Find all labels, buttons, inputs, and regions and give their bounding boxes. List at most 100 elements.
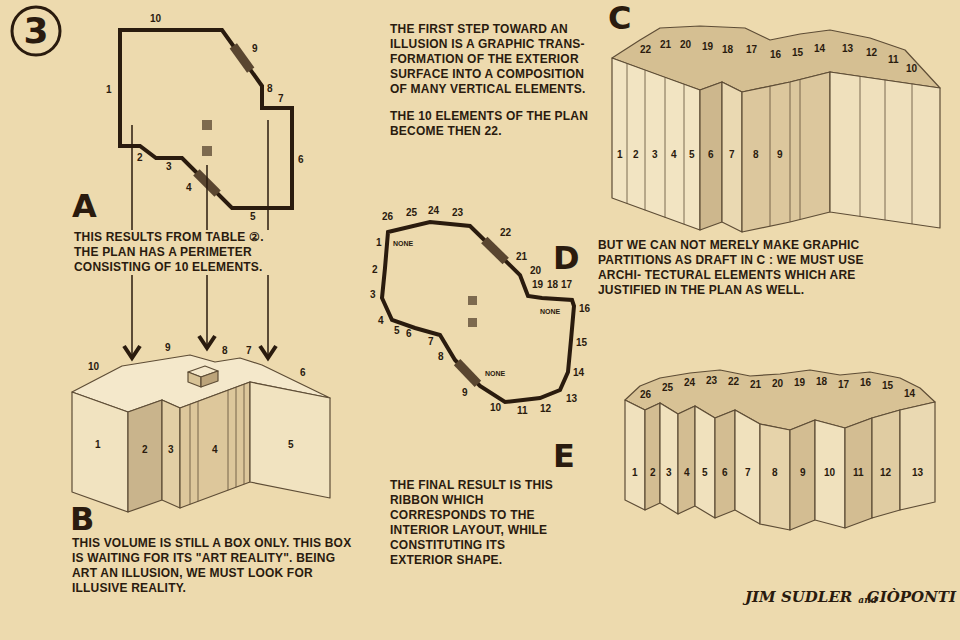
plan-a bbox=[120, 30, 292, 208]
callout-number: 6 bbox=[406, 329, 412, 339]
callout-note: NONE bbox=[485, 370, 505, 377]
callout-number: 26 bbox=[640, 390, 651, 400]
callout-number: 1 bbox=[617, 150, 623, 160]
callout-number: 13 bbox=[842, 44, 853, 54]
callout-number: 12 bbox=[866, 48, 877, 58]
callout-number: 21 bbox=[750, 380, 761, 390]
panel-letter: B bbox=[70, 503, 94, 535]
callout-number: 10 bbox=[490, 403, 501, 413]
callout-number: 20 bbox=[530, 266, 541, 276]
circled-number: 3 bbox=[10, 5, 62, 57]
callout-number: 11 bbox=[517, 406, 528, 416]
callout-number: 8 bbox=[753, 150, 759, 160]
callout-number: 24 bbox=[684, 378, 695, 388]
caption-text: THIS VOLUME IS STILL A BOX ONLY. THIS BO… bbox=[70, 536, 354, 596]
callout-number: 6 bbox=[722, 468, 728, 478]
plan-d bbox=[382, 222, 574, 402]
panel-letter: C bbox=[608, 2, 631, 34]
callout-number: 2 bbox=[137, 153, 143, 163]
callout-number: 17 bbox=[838, 380, 849, 390]
callout-number: 11 bbox=[888, 55, 899, 65]
callout-number: 21 bbox=[660, 40, 671, 50]
callout-number: 17 bbox=[561, 280, 572, 290]
caption-text: THE 10 ELEMENTS OF THE PLAN BECOME THEN … bbox=[388, 109, 604, 139]
callout-number: 20 bbox=[680, 40, 691, 50]
callout-number: 9 bbox=[252, 44, 258, 54]
panel-letter: D bbox=[553, 242, 580, 274]
callout-number: 16 bbox=[860, 378, 871, 388]
callout-number: 6 bbox=[298, 155, 304, 165]
callout-number: 8 bbox=[438, 352, 444, 362]
signature: GIÒPONTI bbox=[867, 590, 956, 605]
callout-number: 16 bbox=[770, 50, 781, 60]
callout-number: 9 bbox=[165, 343, 171, 353]
callout-number: 7 bbox=[745, 468, 751, 478]
caption-text: BUT WE CAN NOT MERELY MAKE GRAPHIC PARTI… bbox=[596, 238, 885, 298]
callout-number: 19 bbox=[532, 280, 543, 290]
callout-number: 5 bbox=[689, 150, 695, 160]
callout-number: 3 bbox=[168, 445, 174, 455]
callout-number: 9 bbox=[777, 150, 783, 160]
callout-number: 15 bbox=[576, 338, 587, 348]
callout-number: 16 bbox=[579, 304, 590, 314]
callout-note: NONE bbox=[540, 308, 560, 315]
callout-number: 15 bbox=[882, 381, 893, 391]
callout-number: 4 bbox=[671, 150, 677, 160]
callout-number: 5 bbox=[288, 440, 294, 450]
callout-number: 3 bbox=[652, 150, 658, 160]
callout-number: 7 bbox=[729, 150, 735, 160]
callout-number: 5 bbox=[250, 212, 256, 222]
caption-text: THE FINAL RESULT IS THIS RIBBON WHICH CO… bbox=[388, 478, 564, 568]
callout-number: 18 bbox=[722, 45, 733, 55]
callout-number: 13 bbox=[912, 468, 923, 478]
callout-number: 12 bbox=[880, 468, 891, 478]
callout-number: 17 bbox=[746, 45, 757, 55]
callout-number: 2 bbox=[650, 468, 656, 478]
callout-number: 1 bbox=[106, 85, 112, 95]
callout-number: 5 bbox=[394, 326, 400, 336]
callout-number: 4 bbox=[212, 445, 218, 455]
callout-number: 14 bbox=[904, 389, 915, 399]
signature: JIM SUDLER bbox=[745, 590, 852, 605]
node-body: 3 bbox=[23, 13, 48, 49]
callout-number: 3 bbox=[666, 468, 672, 478]
callout-number: 10 bbox=[906, 64, 917, 74]
callout-number: 24 bbox=[428, 206, 439, 216]
callout-number: 2 bbox=[633, 150, 639, 160]
callout-number: 5 bbox=[702, 468, 708, 478]
callout-number: 8 bbox=[267, 84, 273, 94]
callout-number: 22 bbox=[728, 377, 739, 387]
callout-number: 11 bbox=[853, 468, 864, 478]
callout-number: 7 bbox=[428, 337, 434, 347]
callout-number: 15 bbox=[792, 48, 803, 58]
callout-number: 13 bbox=[566, 394, 577, 404]
callout-note: NONE bbox=[393, 240, 413, 247]
callout-number: 6 bbox=[708, 150, 714, 160]
callout-number: 3 bbox=[166, 162, 172, 172]
callout-number: 20 bbox=[772, 379, 783, 389]
callout-number: 25 bbox=[662, 383, 673, 393]
panel-letter: E bbox=[553, 440, 575, 472]
callout-number: 1 bbox=[95, 440, 101, 450]
callout-number: 12 bbox=[540, 404, 551, 414]
callout-number: 22 bbox=[640, 45, 651, 55]
callout-number: 6 bbox=[300, 368, 306, 378]
callout-number: 2 bbox=[372, 265, 378, 275]
callout-number: 9 bbox=[462, 388, 468, 398]
callout-number: 4 bbox=[684, 468, 690, 478]
callout-number: 4 bbox=[186, 183, 192, 193]
callout-number: 1 bbox=[632, 468, 638, 478]
callout-number: 8 bbox=[772, 468, 778, 478]
callout-number: 19 bbox=[794, 378, 805, 388]
callout-number: 9 bbox=[800, 468, 806, 478]
callout-number: 18 bbox=[547, 280, 558, 290]
node-text: 3 bbox=[23, 13, 48, 49]
callout-number: 3 bbox=[370, 290, 376, 300]
callout-number: 1 bbox=[376, 238, 382, 248]
callout-number: 4 bbox=[378, 316, 384, 326]
callout-number: 10 bbox=[150, 14, 161, 24]
callout-number: 19 bbox=[702, 42, 713, 52]
callout-number: 10 bbox=[824, 468, 835, 478]
callout-number: 14 bbox=[814, 44, 825, 54]
